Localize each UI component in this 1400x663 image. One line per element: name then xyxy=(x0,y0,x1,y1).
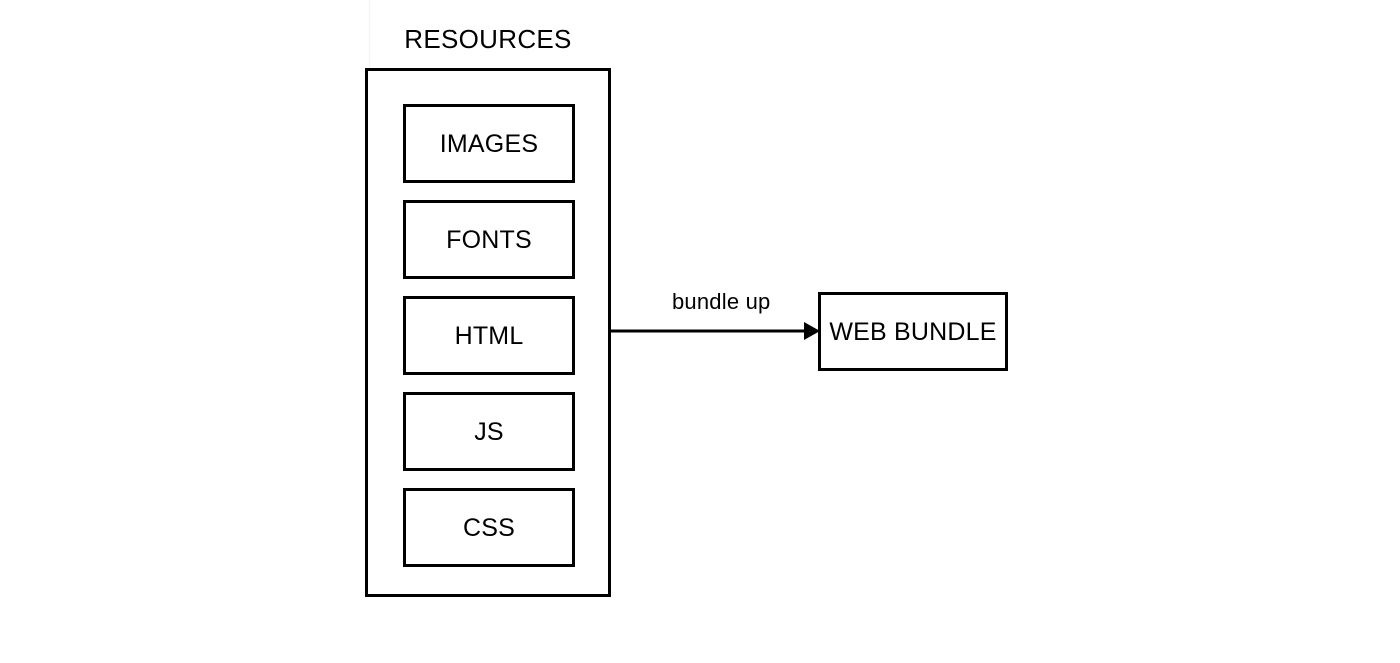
web-bundle-label: WEB BUNDLE xyxy=(829,317,997,346)
web-bundle-box: WEB BUNDLE xyxy=(818,292,1008,371)
resource-box-fonts: FONTS xyxy=(403,200,575,279)
resource-box-html: HTML xyxy=(403,296,575,375)
resource-box-images-label: IMAGES xyxy=(439,129,539,158)
vertical-artifact-line xyxy=(369,0,370,68)
resource-box-js-label: JS xyxy=(474,417,504,446)
resource-box-images: IMAGES xyxy=(403,104,575,183)
resource-box-css: CSS xyxy=(403,488,575,567)
resource-box-fonts-label: FONTS xyxy=(446,225,532,254)
resources-group-title: RESOURCES xyxy=(404,24,572,54)
resource-box-html-label: HTML xyxy=(454,321,524,350)
resource-box-js: JS xyxy=(403,392,575,471)
resource-box-css-label: CSS xyxy=(462,513,515,542)
resources-container: IMAGES FONTS HTML JS CSS xyxy=(365,68,611,597)
arrow-right-icon xyxy=(610,322,820,340)
resource-box-list: IMAGES FONTS HTML JS CSS xyxy=(403,104,575,567)
connector-arrow xyxy=(610,318,822,344)
connector-label-bundle-up: bundle up xyxy=(672,289,771,314)
